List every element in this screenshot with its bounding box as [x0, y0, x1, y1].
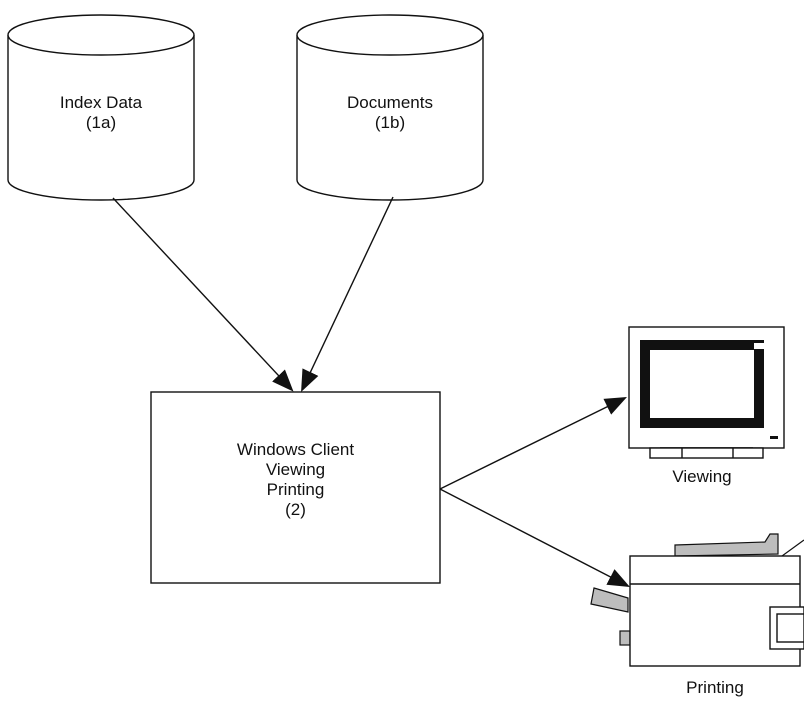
documents-to-client-arrow: [301, 196, 394, 392]
index-data-title: Index Data: [59, 93, 143, 112]
client-to-printer-arrow: [439, 488, 630, 588]
windows-client-id: (2): [285, 500, 306, 519]
index-to-client-arrow: [112, 197, 294, 392]
printer-label: Printing: [686, 678, 744, 697]
windows-client-printing: Printing: [266, 480, 325, 499]
index-data-label: Index Data (1a): [8, 93, 194, 133]
monitor-icon: [628, 326, 785, 459]
client-to-monitor-arrow: [439, 397, 627, 490]
printer-icon: [590, 533, 804, 667]
documents-id: (1b): [374, 113, 406, 132]
index-data-cylinder: [7, 14, 195, 201]
windows-client-title: Windows Client: [236, 440, 355, 459]
documents-title: Documents: [347, 93, 433, 112]
documents-label: Documents (1b): [297, 93, 483, 133]
windows-client-label: Windows Client Viewing Printing (2): [151, 440, 440, 520]
windows-client-box: [150, 391, 441, 584]
documents-cylinder: [296, 14, 484, 201]
windows-client-viewing: Viewing: [265, 460, 326, 479]
index-data-id: (1a): [85, 113, 117, 132]
monitor-label: Viewing: [672, 467, 732, 486]
